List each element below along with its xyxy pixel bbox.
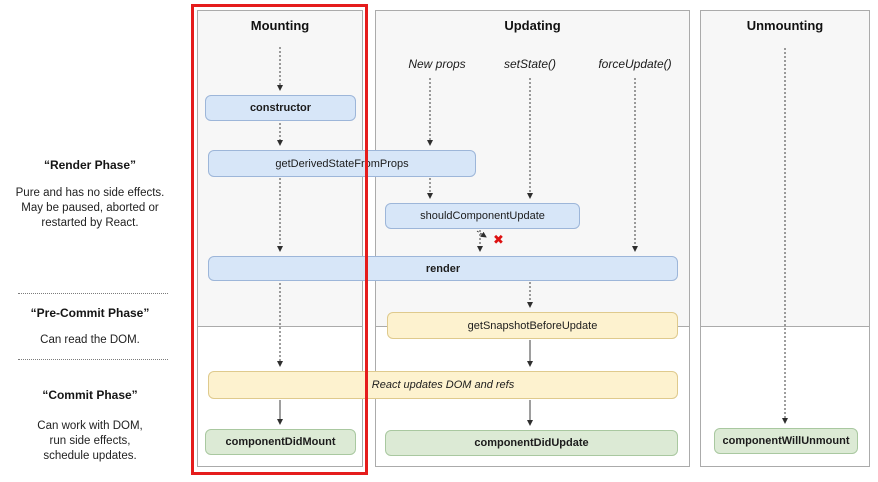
trigger-forceupdate: forceUpdate() xyxy=(598,57,672,71)
updating-column-title: Updating xyxy=(504,18,561,33)
node-get-derived-state-from-props: getDerivedStateFromProps xyxy=(208,150,476,177)
phase-separator xyxy=(18,359,168,360)
node-constructor: constructor xyxy=(205,95,356,121)
unmounting-column-title: Unmounting xyxy=(746,18,824,33)
pre-commit-phase-title: “Pre-Commit Phase” xyxy=(30,306,150,320)
commit-phase-title: “Commit Phase” xyxy=(42,388,138,402)
commit-phase-description: Can work with DOM, run side effects, sch… xyxy=(0,419,180,464)
node-component-will-unmount: componentWillUnmount xyxy=(714,428,858,454)
commit-phase-desc-line: Can work with DOM, xyxy=(37,420,143,432)
node-react-updates-dom: React updates DOM and refs xyxy=(208,371,678,399)
render-phase-title: “Render Phase” xyxy=(43,158,137,172)
node-component-did-mount: componentDidMount xyxy=(205,429,356,455)
render-phase-desc-line: May be paused, aborted or xyxy=(21,202,159,214)
node-component-did-update: componentDidUpdate xyxy=(385,430,678,456)
node-render: render xyxy=(208,256,678,281)
unmounting-render-phase-region xyxy=(701,11,869,327)
trigger-new-props: New props xyxy=(408,57,466,71)
phase-separator xyxy=(18,293,168,294)
scu-false-abort-icon: ✖ xyxy=(493,232,504,247)
render-phase-description: Pure and has no side effects. May be pau… xyxy=(0,186,180,231)
trigger-setstate: setState() xyxy=(503,57,557,71)
render-phase-desc-line: restarted by React. xyxy=(41,217,139,229)
pre-commit-desc-line: Can read the DOM. xyxy=(40,334,140,346)
unmounting-column-panel xyxy=(700,10,870,467)
render-phase-desc-line: Pure and has no side effects. xyxy=(15,187,165,199)
node-should-component-update: shouldComponentUpdate xyxy=(385,203,580,229)
commit-phase-desc-line: schedule updates. xyxy=(43,450,137,462)
pre-commit-phase-description: Can read the DOM. xyxy=(0,333,180,348)
commit-phase-desc-line: run side effects, xyxy=(49,435,131,447)
node-get-snapshot-before-update: getSnapshotBeforeUpdate xyxy=(387,312,678,339)
mounting-column-title: Mounting xyxy=(250,18,310,33)
